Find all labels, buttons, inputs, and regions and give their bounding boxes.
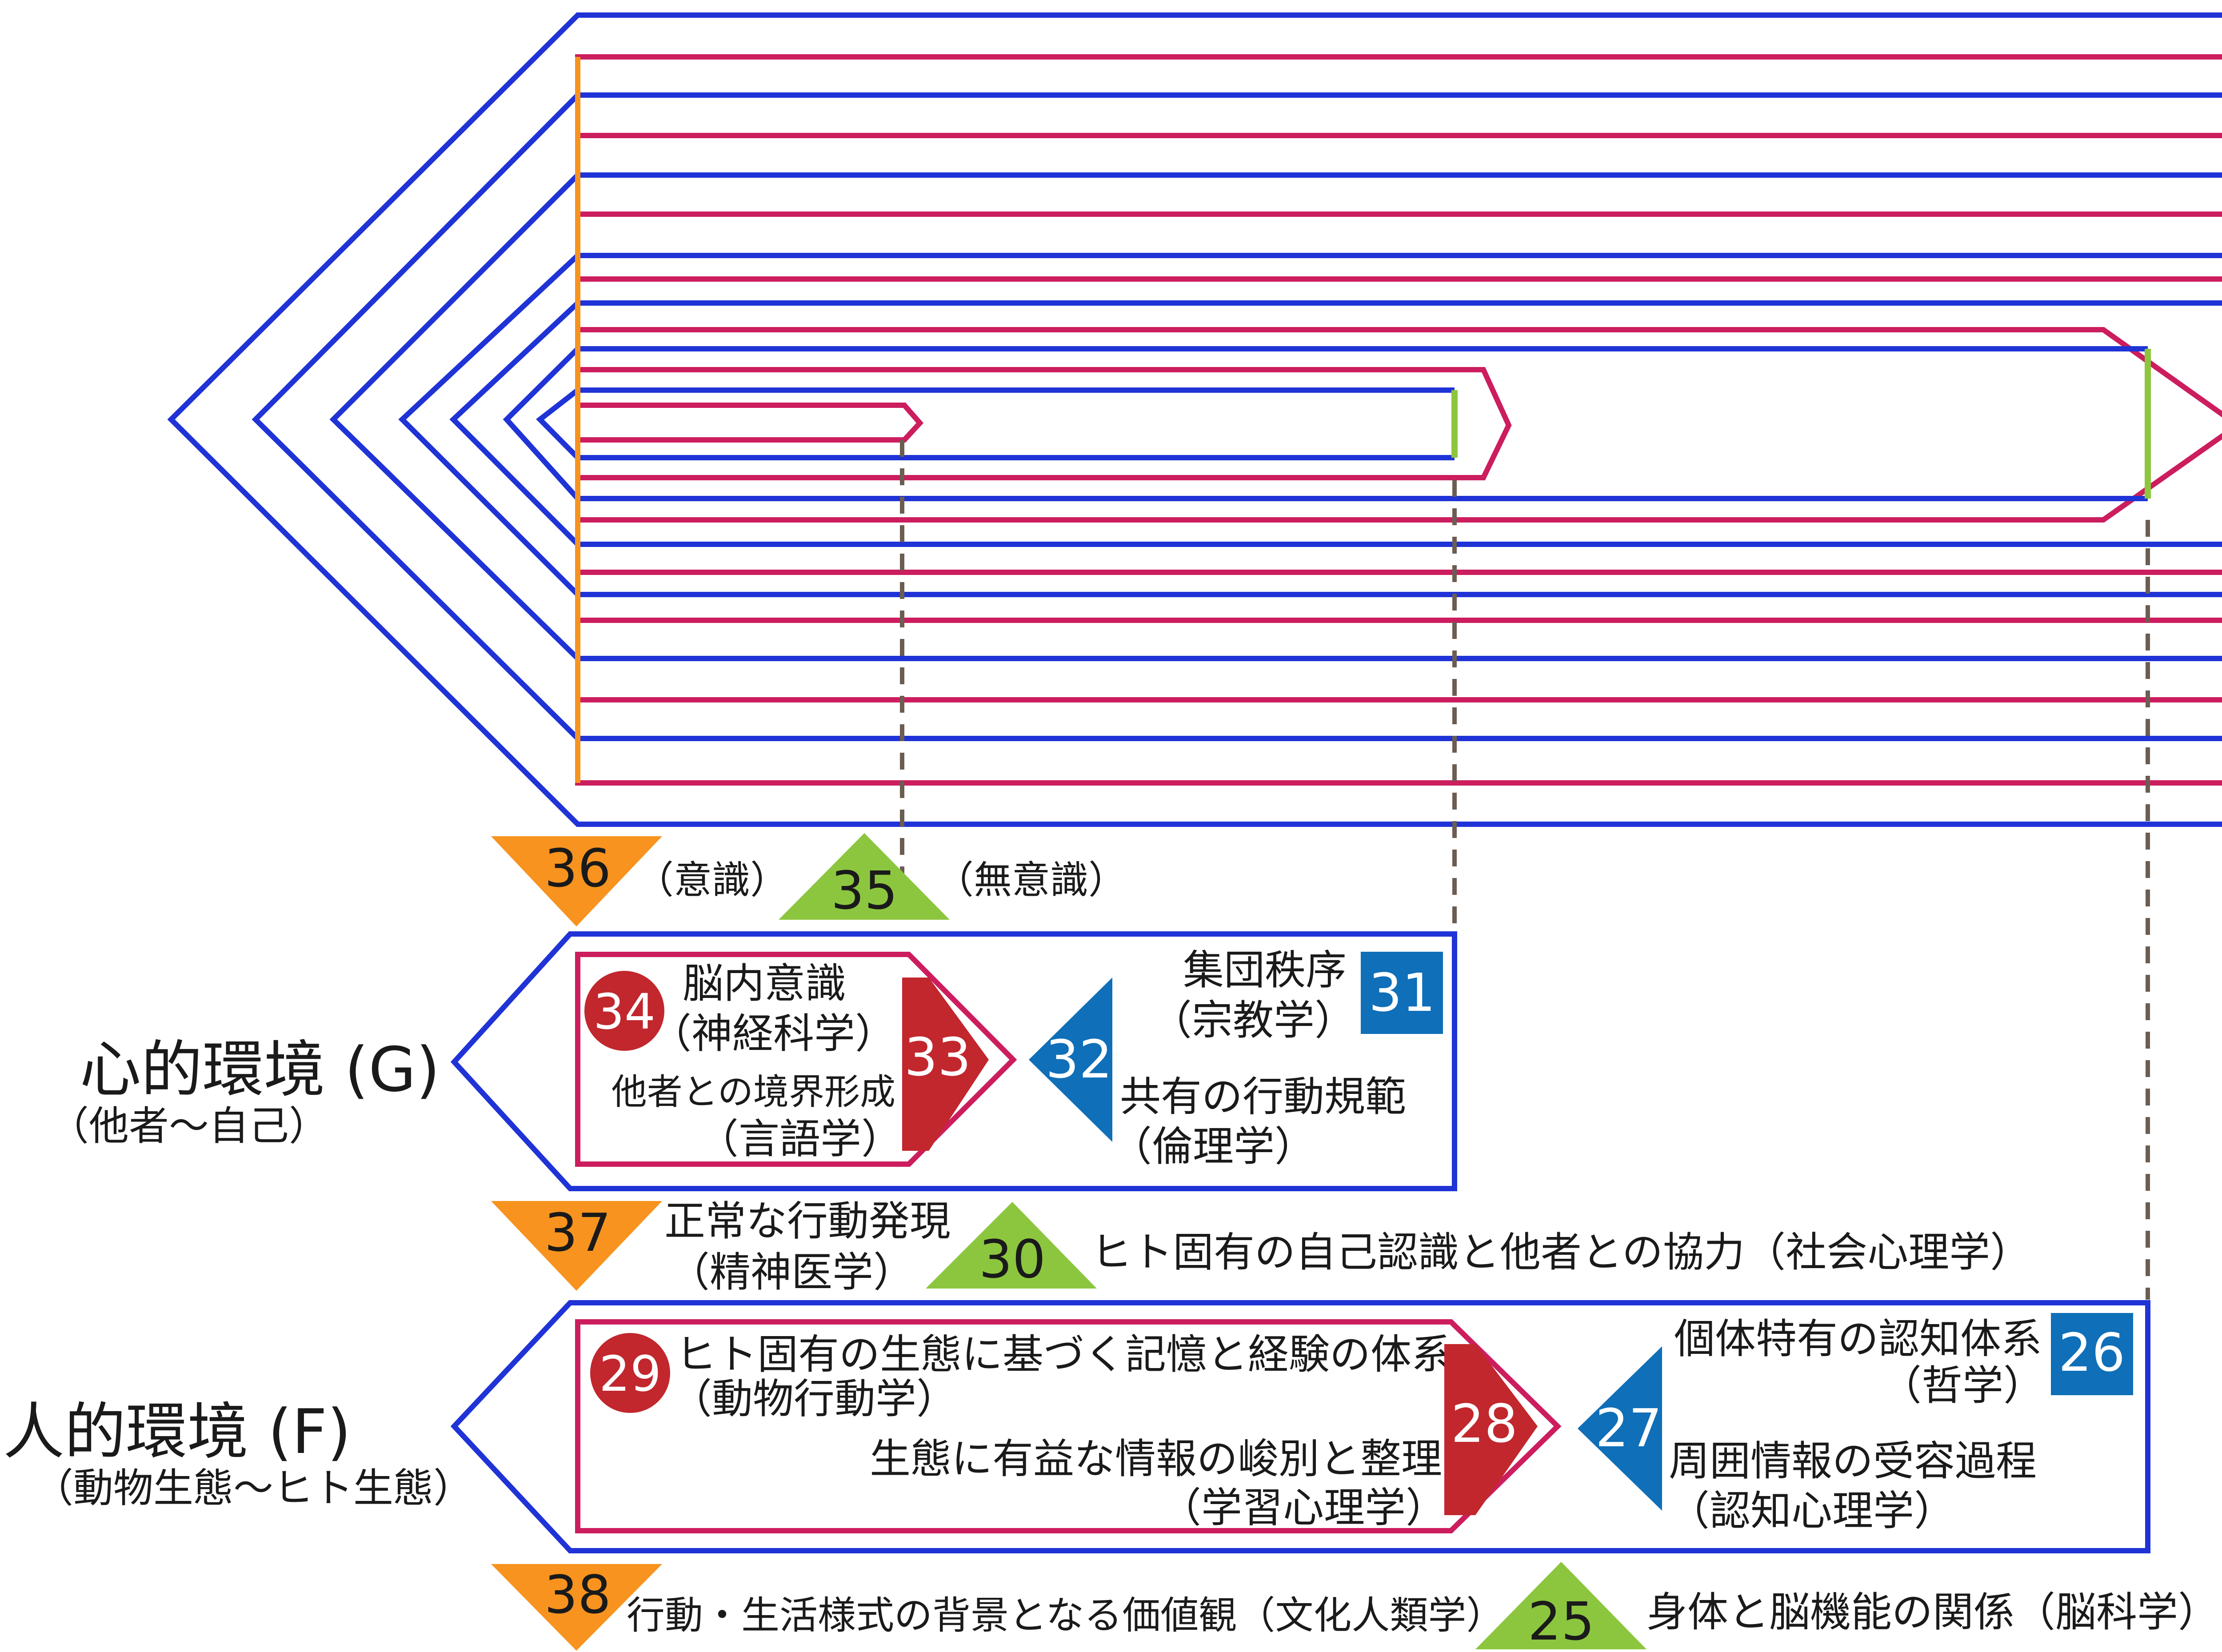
marker-36: 36 （意識） [491, 836, 788, 926]
f-section-title: 人的環境 (F) [3, 1396, 351, 1468]
marker-30-label: ヒト固有の自己認識と他者との協力（社会心理学） [1091, 1229, 2031, 1276]
g-label-34-line2: （神経科学） [651, 1010, 896, 1057]
crimson-arrow-long [578, 327, 2222, 523]
f-label-27-line1: 周囲情報の受容過程 [1669, 1437, 2037, 1485]
f-circle-29-number: 29 [599, 1345, 661, 1402]
f-label-29-line1: ヒト固有の生態に基づく記憶と経験の体系 [675, 1331, 1452, 1378]
f-square-26 [2051, 1313, 2133, 1395]
marker-36-label: （意識） [635, 858, 788, 902]
g-triangle-32 [1029, 978, 1112, 1142]
marker-25-label: 身体と脳機能の関係（脳科学） [1647, 1588, 2219, 1636]
g-circle-34-number: 34 [593, 983, 655, 1040]
g-section-title: 心的環境 (G) [80, 1034, 440, 1105]
f-section-subtitle: （動物生態〜ヒト生態） [33, 1465, 473, 1512]
green-triangle-25 [1475, 1562, 1647, 1649]
f-triangle-27 [1578, 1346, 1662, 1511]
nested-arrows [167, 12, 2222, 827]
marker-37: 37 正常な行動発現 （精神医学） [491, 1197, 951, 1296]
g-tab-33-number: 33 [904, 1026, 971, 1088]
marker-35: 35 （無意識） [779, 833, 1127, 921]
f-circle-29 [590, 1333, 670, 1413]
crimson-arrow-mid [578, 367, 1512, 480]
marker-36-number: 36 [544, 838, 611, 899]
f-inner-crimson-arrow [575, 1319, 1562, 1533]
blue-arrow-2 [252, 92, 2222, 741]
g-triangle-32-number: 32 [1046, 1029, 1112, 1090]
marker-37-label-line2: （精神医学） [669, 1249, 914, 1296]
g-square-31-number: 31 [1369, 962, 1435, 1023]
marker-30-number: 30 [979, 1229, 1046, 1290]
f-label-26-line2: （哲学） [1881, 1362, 2044, 1409]
marker-25: 25 身体と脳機能の関係（脳科学） [1475, 1562, 2219, 1652]
orange-triangle-36 [491, 836, 662, 926]
marker-30: 30 ヒト固有の自己認識と他者との協力（社会心理学） [926, 1202, 2031, 1290]
outer-blue-arrow [167, 12, 2222, 827]
green-triangle-30 [926, 1202, 1097, 1289]
f-tab-28-number: 28 [1451, 1393, 1518, 1454]
orange-triangle-38 [491, 1564, 662, 1651]
g-label-32-line1: 共有の行動規範 [1120, 1073, 1406, 1121]
f-square-26-number: 26 [2058, 1322, 2125, 1383]
f-label-26-line1: 個体特有の認知体系 [1674, 1315, 2042, 1363]
g-section-subtitle: （他者〜自己） [49, 1103, 329, 1149]
dashed-connectors [900, 440, 2150, 1300]
f-label-28-line1: 生態に有益な情報の峻別と整理 [870, 1435, 1442, 1483]
blue-arrow-8 [449, 300, 2222, 547]
blue-arrow-4 [329, 172, 2222, 661]
g-label-32-line2: （倫理学） [1111, 1123, 1315, 1170]
f-outer-blue-box [450, 1300, 2150, 1553]
g-label-31-line2: （宗教学） [1151, 997, 1355, 1044]
blue-loop-long [503, 346, 2148, 501]
marker-25-number: 25 [1528, 1591, 1595, 1652]
crimson-arrow-short [578, 403, 924, 443]
f-triangle-27-number: 27 [1595, 1397, 1662, 1459]
f-label-29-line2: （動物行動学） [671, 1375, 957, 1423]
crimson-arrow-5 [575, 211, 2222, 623]
f-tab-28 [1444, 1344, 1538, 1515]
marker-38-number: 38 [544, 1564, 611, 1625]
f-label-28-line2: （学習心理学） [1160, 1484, 1447, 1532]
f-label-27-line2: （認知心理学） [1669, 1487, 1955, 1535]
g-outer-blue-box [450, 931, 1457, 1191]
marker-38: 38 行動・生活様式の背景となる価値観（文化人類学） [491, 1564, 1504, 1651]
g-label-33-line2: （言語学） [698, 1115, 902, 1163]
orange-triangle-37 [491, 1201, 662, 1291]
g-circle-34 [584, 971, 664, 1051]
marker-35-number: 35 [831, 860, 898, 921]
marker-37-label-line1: 正常な行動発現 [664, 1197, 951, 1245]
marker-35-label: （無意識） [935, 858, 1127, 902]
crimson-arrow-1 [575, 54, 2222, 786]
marker-38-label: 行動・生活様式の背景となる価値観（文化人類学） [627, 1593, 1504, 1638]
g-label-34-line1: 脳内意識 [683, 960, 846, 1007]
blue-loop-mid [536, 387, 1455, 460]
green-triangle-35 [779, 833, 950, 920]
g-tab-33 [902, 978, 989, 1151]
crimson-arrow-7 [575, 276, 2222, 575]
crimson-arrow-3 [575, 133, 2222, 702]
g-label-31-line1: 集団秩序 [1183, 946, 1347, 994]
marker-37-number: 37 [544, 1202, 611, 1263]
blue-arrow-6 [398, 253, 2222, 597]
g-square-31 [1361, 952, 1443, 1034]
g-label-33-line1: 他者との境界形成 [611, 1071, 895, 1113]
g-inner-crimson-arrow [575, 952, 1017, 1167]
